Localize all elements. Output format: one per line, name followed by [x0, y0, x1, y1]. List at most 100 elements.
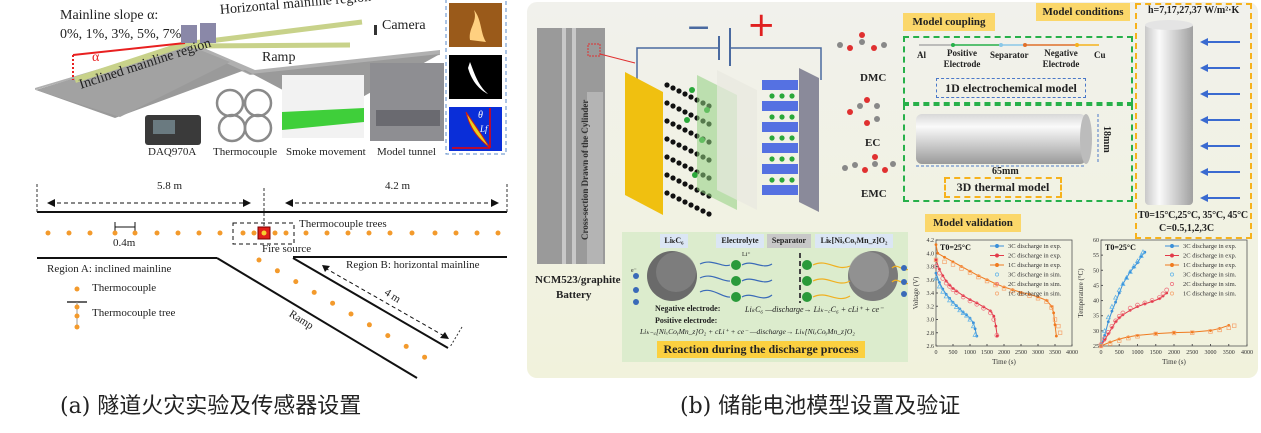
data-point: [1010, 288, 1015, 294]
lithium-ion: [789, 177, 795, 183]
data-point: [1135, 334, 1140, 339]
sensor-layout-schematic: [36, 184, 508, 379]
thermocouple-dot: [345, 230, 351, 236]
data-point: [1057, 330, 1063, 335]
thermocouple-dot: [87, 230, 93, 236]
data-point: [1109, 303, 1115, 309]
legend-marker: [1170, 291, 1174, 296]
carbon-atom: [682, 127, 688, 133]
data-point: [1001, 286, 1007, 291]
x-tick-label: 2500: [1015, 350, 1027, 356]
carbon-atom: [676, 142, 682, 148]
data-point: [1226, 325, 1231, 330]
model-1d-label: 1D electrochemical model: [936, 78, 1086, 98]
x-tick-label: 4000: [1241, 350, 1253, 356]
legend-thermocouple-icon: [74, 286, 80, 292]
lithium-ion: [779, 177, 785, 183]
control-cabinet: [200, 23, 216, 43]
positive-eq-label: Positive electrode:: [655, 316, 718, 325]
ramp-label: Ramp: [262, 50, 296, 65]
ec-molecule: [847, 97, 880, 126]
thermocouple-dot: [274, 268, 280, 274]
data-point: [933, 275, 939, 281]
x-tick-label: 1000: [964, 350, 976, 356]
layer-cu: Cu: [1094, 50, 1106, 60]
anode-label: LiₖC₆: [660, 234, 688, 248]
data-point: [1131, 263, 1137, 269]
legend-marker: [1170, 272, 1174, 277]
data-point: [950, 287, 956, 293]
data-point: [957, 307, 963, 313]
aluminum-current-collector: [799, 68, 819, 212]
data-point: [1140, 249, 1146, 255]
legend-label: 1C discharge in sim.: [1008, 291, 1062, 298]
data-point: [1116, 313, 1122, 319]
data-point: [1116, 287, 1122, 292]
legend-label: 2C discharge in exp.: [1008, 253, 1062, 260]
thermocouple-dot: [385, 333, 391, 339]
carbon-atom: [676, 88, 682, 94]
carbon-atom: [676, 160, 682, 166]
cathode-lattice: [762, 80, 798, 195]
carbon-atom: [670, 121, 676, 127]
data-point: [936, 251, 940, 255]
region-a-label: Region A: inclined mainline: [47, 263, 172, 275]
data-point: [1134, 258, 1141, 264]
thermocouple-dot: [387, 230, 393, 236]
layer-al: Al: [917, 50, 926, 60]
battery-type-label: NCM523/graphite: [535, 274, 621, 286]
cathode-layer: [762, 101, 798, 111]
spacing-label: 0.4m: [113, 237, 136, 249]
cathode-layer: [762, 122, 798, 132]
data-point: [1127, 305, 1133, 311]
panel-a-caption: (a) 隧道火灾实验及传感器设置: [60, 394, 362, 419]
legend-marker: [1170, 263, 1174, 267]
x-tick-label: 3000: [1032, 350, 1044, 356]
model-conditions-title: Model conditions: [1036, 3, 1130, 21]
x-axis-label: Time (s): [992, 358, 1016, 366]
cathode-layer: [762, 143, 798, 153]
convection-arrows: [1200, 38, 1240, 202]
x-tick-label: 2000: [998, 350, 1010, 356]
ec-label: EC: [865, 137, 881, 149]
data-point: [940, 276, 946, 281]
data-point: [954, 289, 959, 295]
data-point: [1120, 310, 1126, 316]
carbon-atom: [700, 208, 706, 214]
model-validation-title: Model validation: [925, 214, 1021, 232]
series-line: [1100, 324, 1229, 347]
data-point: [1113, 318, 1118, 324]
lithium-ion: [779, 114, 785, 120]
x-tick-label: 500: [1115, 350, 1124, 356]
legend-marker: [995, 272, 999, 277]
ion-transport-diagram: [633, 251, 908, 305]
data-point: [1056, 323, 1061, 329]
dim-left-label: 5.8 m: [157, 180, 183, 192]
thermocouple-dot: [132, 230, 138, 236]
carbon-atom: [670, 175, 676, 181]
data-point: [984, 278, 990, 284]
x-tick-label: 1500: [981, 350, 993, 356]
data-point: [1044, 299, 1049, 304]
arrow-head: [1200, 142, 1208, 150]
model-tunnel-photo: [370, 63, 444, 141]
data-point: [972, 321, 975, 325]
ramp-wall-outer: [216, 257, 418, 379]
data-point: [1117, 338, 1122, 343]
lithium-ion: [779, 156, 785, 162]
carbon-atom: [682, 145, 688, 151]
data-point: [1123, 274, 1130, 280]
data-point: [977, 274, 980, 278]
zoom-region-marker: [587, 43, 601, 57]
legend-label: 1C discharge in exp.: [1183, 262, 1237, 269]
circuit-wire: [636, 47, 719, 80]
data-point: [942, 259, 947, 265]
data-point: [936, 283, 942, 289]
thermocouple-dot: [422, 354, 428, 360]
data-point: [1002, 285, 1006, 289]
legend-label: 2C discharge in sim.: [1183, 281, 1237, 288]
data-point: [1126, 335, 1131, 341]
y-tick-label: 40: [1093, 299, 1099, 305]
vertical-cylinder: [1145, 20, 1240, 205]
